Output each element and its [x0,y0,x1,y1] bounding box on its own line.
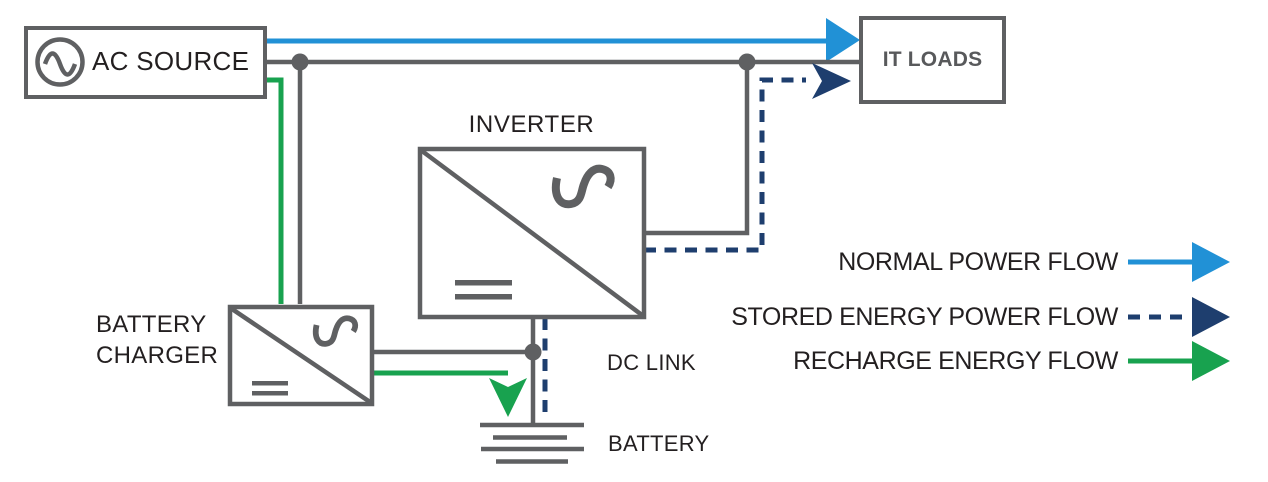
it-loads-box [859,16,1006,104]
charger-input-recharge-line [264,77,284,304]
legend-stored-arrow [1128,297,1230,337]
legend-item-recharge-energy-flow: RECHARGE ENERGY FLOW [793,347,1118,375]
legend-item-stored-energy-power-flow: STORED ENERGY POWER FLOW [731,303,1118,331]
junction-dot [291,53,309,71]
ac-source-label: AC SOURCE [92,46,250,76]
ac-waveform-icon [35,37,85,87]
junction-dot [524,343,542,361]
dc-link-label: DC LINK [607,350,696,375]
battery-charger-label: BATTERY CHARGER [96,309,218,371]
it-loads-label: IT LOADS [882,48,983,71]
charger-converter-symbol [230,307,372,404]
legend-normal-arrow [1128,242,1230,282]
stored-energy-line [644,77,806,253]
dc-equals-icon [455,280,512,300]
dc-equals-icon [252,381,288,396]
battery-charger-label-line1: BATTERY [96,311,207,338]
battery-charger-label-line2: CHARGER [96,342,219,369]
inverter-output-line [644,62,750,236]
normal-flow-arrowhead [826,18,860,62]
inverter-label: INVERTER [468,111,595,138]
converter-diagonal [420,149,644,317]
legend-recharge-arrow [1128,341,1230,381]
battery-label: BATTERY [608,431,710,456]
inverter-converter-symbol [420,149,644,317]
junction-dot [738,53,756,71]
stored-energy-arrowhead [812,63,851,99]
converter-diagonal [230,307,372,404]
battery-icon [480,422,584,464]
recharge-arrowhead [489,378,527,417]
legend-item-normal-power-flow: NORMAL POWER FLOW [838,248,1118,276]
